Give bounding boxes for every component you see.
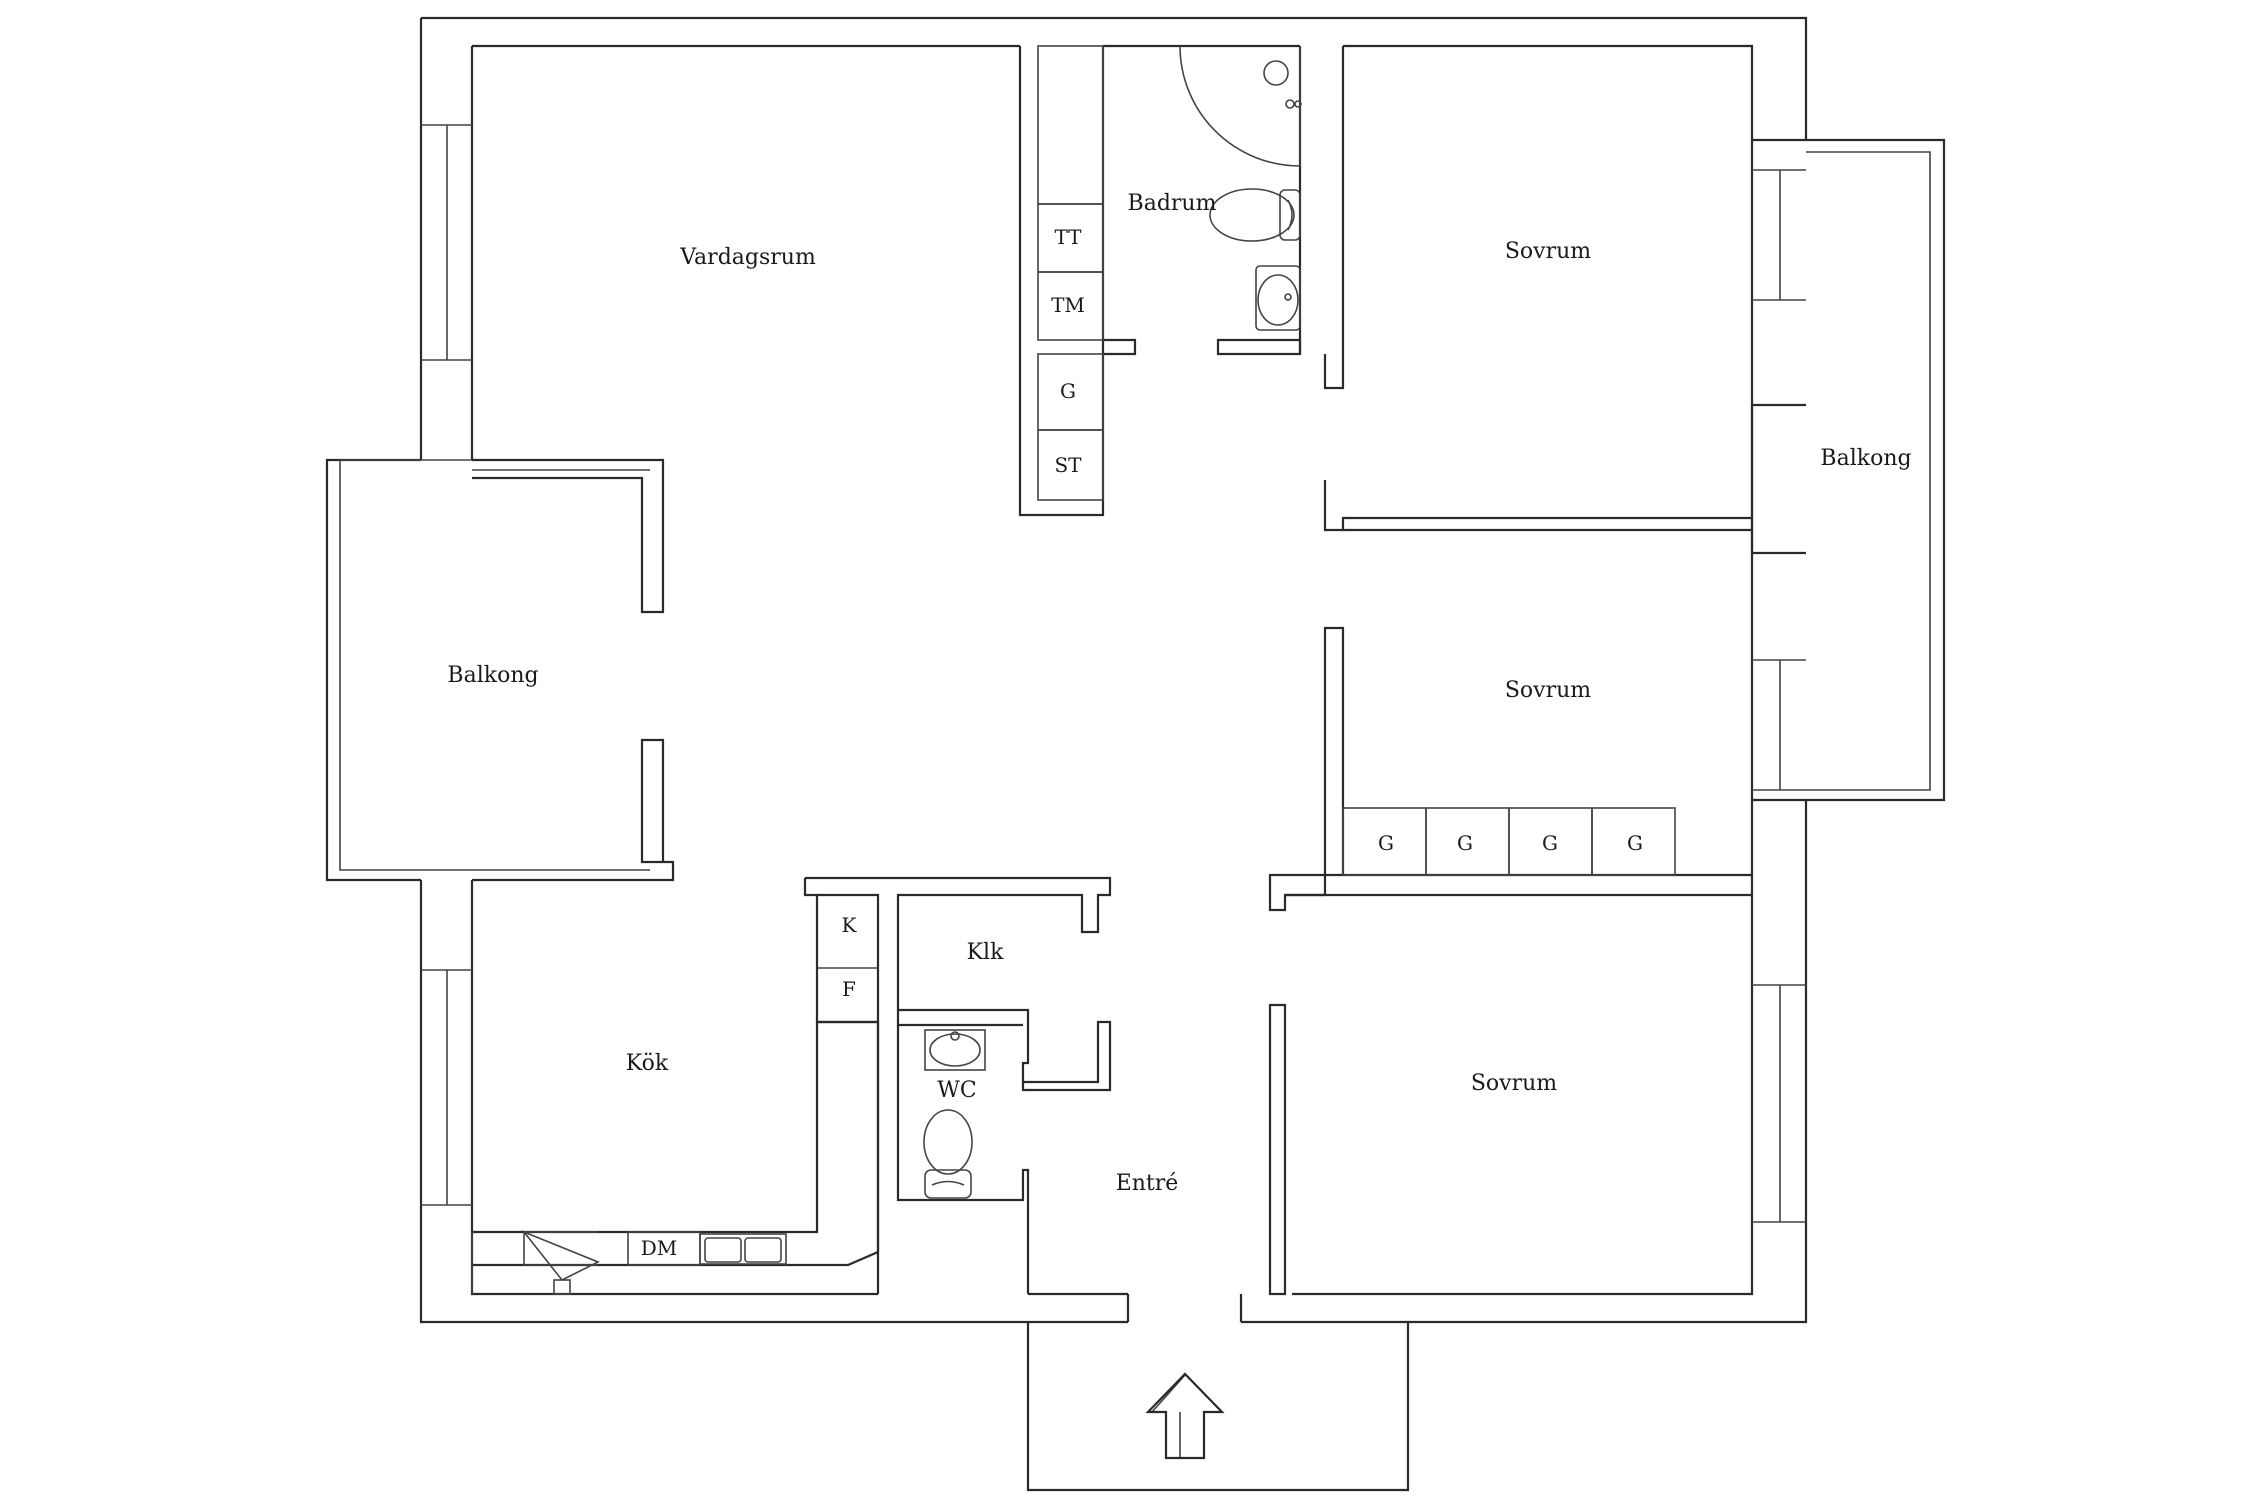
interior-walls <box>471 46 1806 1296</box>
label-k: K <box>842 913 858 937</box>
entrance-arrow-icon <box>1145 1372 1225 1460</box>
label-wc: WC <box>937 1078 976 1103</box>
label-tt: TT <box>1054 225 1082 249</box>
label-klk: Klk <box>967 940 1004 965</box>
label-st: ST <box>1054 453 1082 477</box>
storage-column <box>1037 45 1104 501</box>
label-kok: Kök <box>626 1051 669 1076</box>
room-labels: Vardagsrum Badrum Sovrum Balkong Balkong… <box>447 191 1911 1196</box>
entrance-porch <box>1026 1322 1410 1492</box>
label-dm: DM <box>641 1236 678 1260</box>
toilet-wc <box>923 1109 973 1199</box>
stove-hood-icon <box>521 1230 600 1282</box>
label-vardagsrum: Vardagsrum <box>679 245 816 270</box>
sink-bathroom <box>1255 265 1301 331</box>
exterior-walls <box>419 16 1808 1324</box>
sink-wc <box>924 1029 986 1071</box>
shower <box>1179 45 1302 167</box>
kitchen-fixtures <box>521 1230 787 1295</box>
label-sovrum-2: Sovrum <box>1505 678 1591 703</box>
label-wardrobe-4: G <box>1627 831 1643 855</box>
label-g: G <box>1060 379 1076 403</box>
label-f: F <box>842 977 856 1001</box>
wardrobe-row <box>1342 807 1676 876</box>
label-balkong-west: Balkong <box>447 663 538 688</box>
fixture-labels: TT TM G ST G G G G K F DM <box>641 225 1643 1260</box>
shower-drain-icon <box>1263 60 1289 86</box>
label-sovrum-1: Sovrum <box>1505 239 1591 264</box>
label-tm: TM <box>1051 293 1085 317</box>
label-wardrobe-3: G <box>1542 831 1558 855</box>
sink-kitchen <box>699 1233 787 1265</box>
label-badrum: Badrum <box>1128 191 1217 216</box>
label-sovrum-3: Sovrum <box>1471 1071 1557 1096</box>
label-entre: Entré <box>1116 1171 1179 1196</box>
balcony-west <box>325 458 675 882</box>
toilet-bathroom <box>1209 188 1301 242</box>
label-balkong-east: Balkong <box>1820 446 1911 471</box>
balcony-east <box>1752 138 1946 802</box>
label-wardrobe-2: G <box>1457 831 1473 855</box>
label-wardrobe-1: G <box>1378 831 1394 855</box>
